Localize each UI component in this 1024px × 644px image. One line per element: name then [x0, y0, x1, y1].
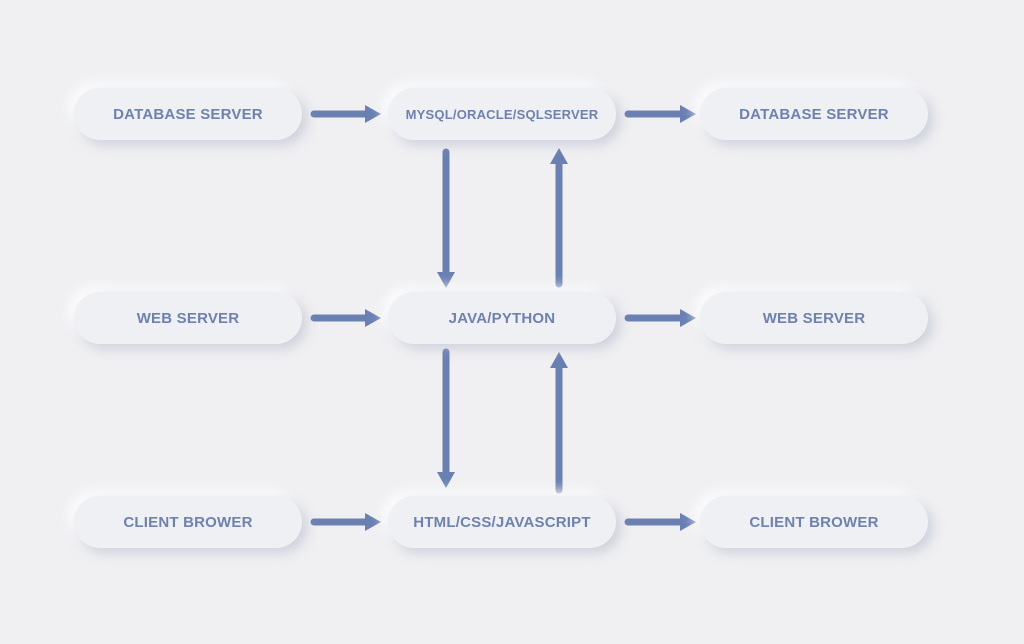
client-brower-box-left: CLIENT BROWER	[74, 496, 302, 548]
arrow-up-row2-to-row1	[550, 148, 568, 288]
arrow-down-row2-to-row3	[437, 348, 455, 488]
client-brower-label-left: CLIENT BROWER	[123, 513, 253, 531]
mysql-oracle-sqlserver-box: MYSQL/ORACLE/SQLSERVER	[388, 88, 616, 140]
client-brower-box-right: CLIENT BROWER	[700, 496, 928, 548]
web-server-label-right: WEB SERVER	[762, 309, 866, 327]
arrow-right-row1-b	[624, 105, 696, 123]
java-python-label: JAVA/PYTHON	[448, 309, 556, 327]
arrow-right-row3-b	[624, 513, 696, 531]
arrow-right-row3-a	[310, 513, 381, 531]
mysql-oracle-sqlserver-label: MYSQL/ORACLE/SQLSERVER	[405, 106, 599, 122]
database-server-box-right: DATABASE SERVER	[700, 88, 928, 140]
arrow-down-row1-to-row2	[437, 148, 455, 288]
web-server-box-left: WEB SERVER	[74, 292, 302, 344]
web-server-label-left: WEB SERVER	[136, 309, 240, 327]
arrow-right-row2-b	[624, 309, 696, 327]
database-server-box-left: DATABASE SERVER	[74, 88, 302, 140]
java-python-box: JAVA/PYTHON	[388, 292, 616, 344]
arrow-up-row3-to-row2	[550, 352, 568, 494]
client-brower-label-right: CLIENT BROWER	[749, 513, 879, 531]
database-server-label-right: DATABASE SERVER	[739, 105, 889, 123]
html-css-javascript-box: HTML/CSS/JAVASCRIPT	[388, 496, 616, 548]
arrow-right-row1-a	[310, 105, 381, 123]
database-server-label-left: DATABASE SERVER	[113, 105, 263, 123]
arrow-right-row2-a	[310, 309, 381, 327]
html-css-javascript-label: HTML/CSS/JAVASCRIPT	[413, 513, 591, 531]
web-server-box-right: WEB SERVER	[700, 292, 928, 344]
